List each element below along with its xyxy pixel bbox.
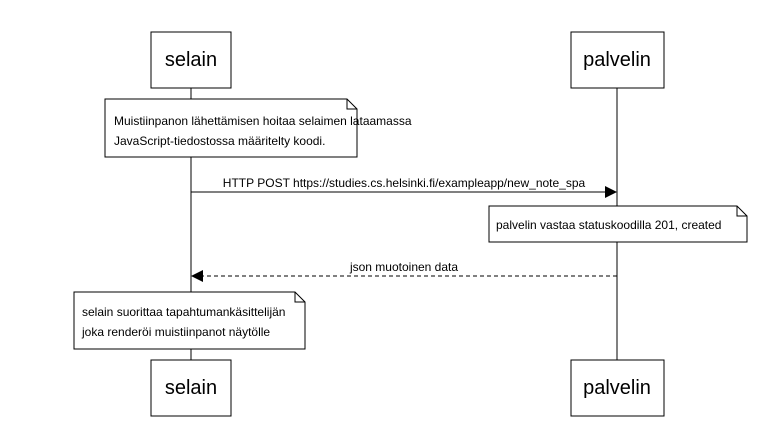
actor-server-bottom: palvelin bbox=[570, 359, 665, 417]
note-browser-render-line-1: selain suorittaa tapahtumankäsittelijän bbox=[82, 305, 285, 319]
message-post-note-label: HTTP POST https://studies.cs.helsinki.fi… bbox=[223, 176, 586, 190]
actor-browser-bottom-label: selain bbox=[165, 377, 217, 399]
note-browser-render: selain suorittaa tapahtumankäsittelijän … bbox=[73, 291, 306, 350]
note-shape bbox=[104, 98, 358, 158]
note-fold bbox=[346, 99, 357, 110]
actor-browser-bottom: selain bbox=[150, 359, 232, 417]
note-server-status: palvelin vastaa statuskoodilla 201, crea… bbox=[488, 205, 748, 243]
note-browser-submit: Muistiinpanon lähettämisen hoitaa selaim… bbox=[104, 98, 412, 158]
arrowhead-icon bbox=[191, 270, 203, 282]
actor-box bbox=[570, 31, 665, 89]
actor-server-top: palvelin bbox=[570, 31, 665, 89]
message-json-response-label: json muotoinen data bbox=[349, 260, 458, 274]
note-shape bbox=[488, 205, 748, 243]
message-post-note: HTTP POST https://studies.cs.helsinki.fi… bbox=[191, 176, 617, 198]
actor-server-bottom-label: palvelin bbox=[583, 377, 651, 399]
actor-box bbox=[150, 359, 232, 417]
actor-server-top-label: palvelin bbox=[583, 49, 651, 71]
actor-browser-top-label: selain bbox=[165, 49, 217, 71]
actor-box bbox=[150, 31, 232, 89]
arrowhead-icon bbox=[605, 186, 617, 198]
message-json-response: json muotoinen data bbox=[191, 260, 617, 282]
actor-box bbox=[570, 359, 665, 417]
note-shape bbox=[73, 291, 306, 350]
note-server-status-line-1: palvelin vastaa statuskoodilla 201, crea… bbox=[496, 218, 721, 232]
note-browser-submit-line-2: JavaScript-tiedostossa määritelty koodi. bbox=[114, 134, 325, 148]
note-fold bbox=[294, 292, 305, 303]
actor-browser-top: selain bbox=[150, 31, 232, 89]
note-browser-render-line-2: joka renderöi muistiinpanot näytölle bbox=[81, 325, 270, 339]
note-fold bbox=[736, 206, 747, 217]
note-browser-submit-line-1: Muistiinpanon lähettämisen hoitaa selaim… bbox=[114, 114, 412, 128]
